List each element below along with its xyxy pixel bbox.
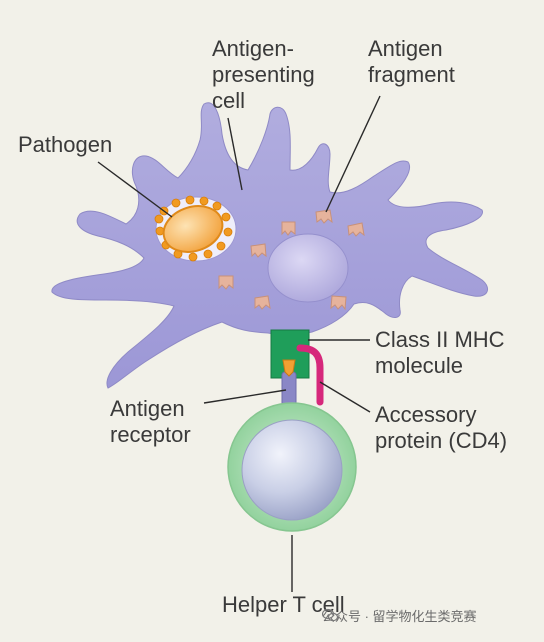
watermark: 公众号 · 留学物化生类竞赛 bbox=[322, 608, 477, 626]
label-pathogen: Pathogen bbox=[18, 132, 113, 157]
pathogen bbox=[162, 205, 224, 253]
label-antigen-fragment: Antigen fragment bbox=[368, 36, 455, 87]
antigen-fragments bbox=[218, 209, 365, 311]
cd4-protein bbox=[296, 344, 324, 406]
antigen-fragment bbox=[347, 222, 365, 237]
antigen-fragment bbox=[218, 275, 234, 290]
label-antigen-receptor: Antigen receptor bbox=[110, 396, 191, 447]
label-class-ii-mhc: Class II MHC molecule bbox=[375, 327, 505, 378]
leader-line-cd4 bbox=[319, 381, 371, 413]
antigen-fragment bbox=[281, 221, 296, 236]
antigen-fragment bbox=[254, 295, 271, 310]
leader-line-fragment bbox=[325, 95, 381, 213]
antigen-fragment bbox=[250, 243, 267, 258]
leader-line-pathogen bbox=[97, 161, 173, 218]
leader-line-apc bbox=[227, 117, 243, 191]
label-cd4: Accessory protein (CD4) bbox=[375, 402, 508, 453]
antigen-fragment bbox=[315, 209, 333, 224]
wechat-icon bbox=[322, 608, 338, 622]
watermark-text: 公众号 · 留学物化生类竞赛 bbox=[322, 609, 477, 624]
nucleus bbox=[267, 233, 349, 303]
antigen-receptor-head bbox=[282, 359, 296, 377]
label-antigen-presenting-cell: Antigen- presenting cell bbox=[212, 36, 315, 113]
leader-lines bbox=[97, 95, 381, 592]
antigen-presenting-cell-body bbox=[51, 102, 489, 389]
antigen-fragment bbox=[330, 295, 347, 311]
helper-t-cell-nucleus bbox=[241, 419, 343, 521]
leader-line-receptor bbox=[203, 389, 287, 404]
label-helper-t-cell: Helper T cell bbox=[222, 592, 345, 617]
